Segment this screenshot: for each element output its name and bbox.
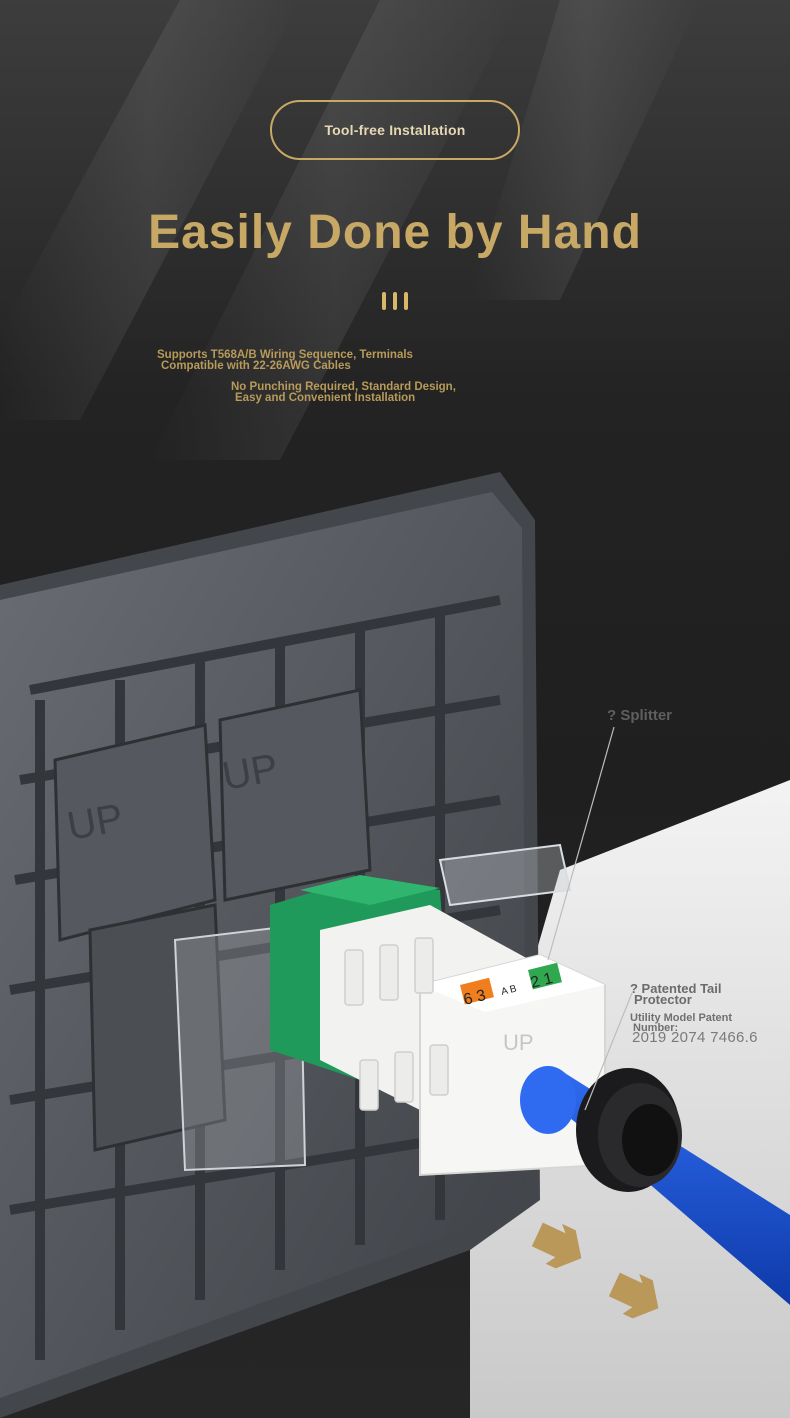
feature-wiring-line1: Supports T568A/B Wiring Sequence, Termin… <box>157 349 413 361</box>
splitter-callout: ? Splitter <box>607 707 673 724</box>
tool-free-badge-label: Tool-free Installation <box>324 122 466 138</box>
wall-panel: UP UP <box>0 472 540 1418</box>
callout-leaders <box>547 726 633 1111</box>
patent-number: 2019 2074 7466.6 <box>632 1029 758 1046</box>
divider-bars-icon <box>382 292 414 310</box>
pin-labels-left: 6 3 <box>462 987 488 1009</box>
utility-patent-line1: Utility Model Patent <box>630 1012 733 1024</box>
feature-no-punching-line2: Easy and Convenient Installation <box>235 392 416 404</box>
arrow-icon <box>531 1222 582 1269</box>
tool-free-badge: Tool-free Installation <box>270 100 520 160</box>
panel-up-label: UP <box>64 796 126 849</box>
utility-patent-callout: Utility Model Patent Number: <box>630 1012 733 1034</box>
tail-protector-line1: ? Patented Tail <box>630 981 722 996</box>
jack-up-label: UP <box>503 1030 534 1055</box>
light-beams <box>0 0 700 460</box>
arrow-icon-2 <box>608 1272 659 1319</box>
page-title: Easily Done by Hand <box>148 206 642 259</box>
network-cable <box>520 1066 790 1305</box>
feature-wiring-line2: Compatible with 22-26AWG Cables <box>161 360 351 372</box>
feature-wiring: Supports T568A/B Wiring Sequence, Termin… <box>157 349 413 372</box>
keystone-jack: 6 3 A B 2 1 UP <box>270 875 606 1177</box>
tail-protector-line2: Protector <box>634 992 692 1007</box>
tail-protector-callout: ? Patented Tail Protector <box>630 981 722 1007</box>
insertion-arrows <box>531 1222 659 1319</box>
panel-up-label-2: UP <box>219 746 281 799</box>
pin-labels-mid: A B <box>500 983 518 998</box>
utility-patent-line2: Number: <box>633 1022 679 1034</box>
pin-labels-right: 2 1 <box>529 970 555 992</box>
feature-no-punching: No Punching Required, Standard Design, E… <box>231 381 456 404</box>
feature-no-punching-line1: No Punching Required, Standard Design, <box>231 381 456 393</box>
